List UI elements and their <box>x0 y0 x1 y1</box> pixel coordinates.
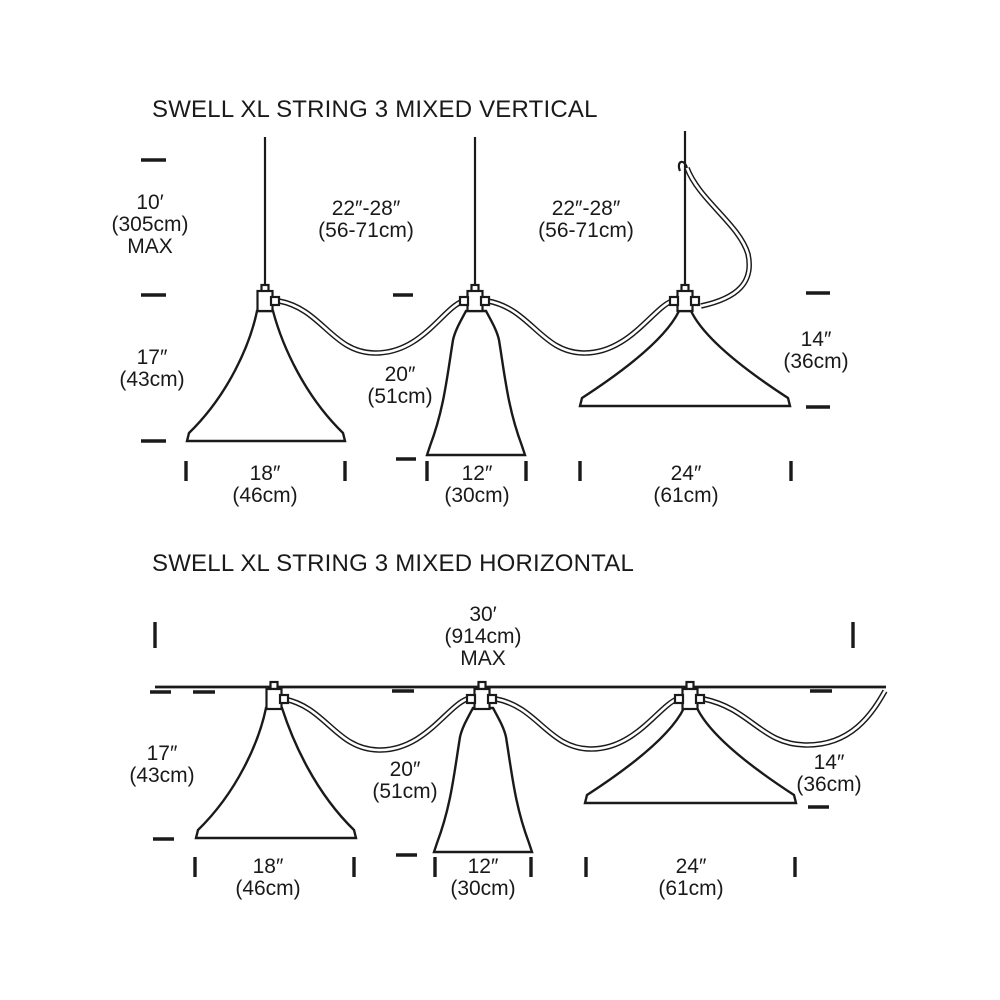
ticks-vertical <box>141 158 830 481</box>
swag-cord-2-3 <box>495 696 679 752</box>
label-width-24: 24″ (61cm) <box>626 463 746 507</box>
shade-bell-12in <box>425 309 527 457</box>
label-height-17: 17″ (43cm) <box>102 743 222 787</box>
swag-cord-3-end <box>703 689 888 748</box>
ticks-horizontal <box>150 622 855 877</box>
label-height-14: 14″ (36cm) <box>756 329 876 373</box>
loop-cord-hook <box>677 160 689 172</box>
swag-cord-2-3 <box>487 298 674 356</box>
swag-cord-2-3-core <box>495 697 678 751</box>
label-line: 20″ <box>389 758 421 781</box>
label-line: 18″ <box>252 855 284 878</box>
sockets-vertical <box>256 283 701 313</box>
swag-cords <box>283 689 888 753</box>
label-max-run: 30′ (914cm) MAX <box>423 604 543 670</box>
label-line: 12″ <box>467 855 499 878</box>
label-spacing-right: 22″-28″ (56-71cm) <box>516 198 656 242</box>
label-line: 17″ <box>146 742 178 765</box>
label-line: 10′ <box>136 191 164 214</box>
swag-cord-1-2 <box>278 298 465 356</box>
cord-connector <box>278 693 290 705</box>
cord-connector <box>465 693 477 705</box>
cord-connector <box>689 295 701 307</box>
swag-cord-3-end-core <box>703 690 887 747</box>
shade-dome-24in <box>578 309 792 408</box>
label-line: (36cm) <box>796 773 862 796</box>
label-line: (61cm) <box>658 877 724 900</box>
label-line: 24″ <box>670 462 702 485</box>
swag-cord-1-2-core <box>283 697 468 752</box>
label-line: (305cm) <box>111 213 189 236</box>
label-line: 30′ <box>469 603 497 626</box>
label-line: 18″ <box>249 462 281 485</box>
cord-connector <box>694 693 706 705</box>
shade-trumpet-18in <box>194 706 358 840</box>
label-spacing-left: 22″-28″ (56-71cm) <box>296 198 436 242</box>
label-width-12: 12″ (30cm) <box>423 856 543 900</box>
swag-cord-1-2-core <box>278 299 464 355</box>
label-line: 17″ <box>136 346 168 369</box>
label-line: 22″-28″ <box>551 197 621 220</box>
label-height-20: 20″ (51cm) <box>340 364 460 408</box>
label-line: 14″ <box>813 751 845 774</box>
loop-cord-core <box>685 167 751 308</box>
label-line: (30cm) <box>450 877 516 900</box>
shade-bell-12in <box>432 706 534 854</box>
label-line: (61cm) <box>653 484 719 507</box>
label-line: (46cm) <box>235 877 301 900</box>
cord-connector <box>458 295 470 307</box>
label-height-20: 20″ (51cm) <box>345 759 465 803</box>
label-width-12: 12″ (30cm) <box>417 463 537 507</box>
label-line: (914cm) <box>444 625 522 648</box>
label-line: 14″ <box>800 328 832 351</box>
label-line: (56-71cm) <box>318 219 414 242</box>
label-line: (56-71cm) <box>538 219 634 242</box>
cord-connector <box>673 693 685 705</box>
label-line: 22″-28″ <box>331 197 401 220</box>
label-line: (30cm) <box>444 484 510 507</box>
label-line: (43cm) <box>129 764 195 787</box>
cord-connector <box>269 295 281 307</box>
swag-cord-1-2 <box>283 696 469 753</box>
cord-connector <box>486 693 498 705</box>
label-line: 24″ <box>675 855 707 878</box>
swag-cords <box>278 160 752 356</box>
label-line: (36cm) <box>783 350 849 373</box>
label-width-18: 18″ (46cm) <box>205 463 325 507</box>
label-height-17: 17″ (43cm) <box>92 347 212 391</box>
shade-dome-24in <box>583 706 798 805</box>
label-line: (43cm) <box>119 368 185 391</box>
label-line: (51cm) <box>372 780 438 803</box>
label-max-drop: 10′ (305cm) MAX <box>90 192 210 258</box>
shade-trumpet-18in <box>185 309 347 443</box>
label-line: MAX <box>460 647 506 670</box>
diagram-vertical <box>141 131 830 481</box>
label-height-14: 14″ (36cm) <box>769 752 889 796</box>
label-line: (51cm) <box>367 385 433 408</box>
title-vertical: SWELL XL STRING 3 MIXED VERTICAL <box>152 96 598 123</box>
label-line: (46cm) <box>232 484 298 507</box>
diagram-horizontal <box>150 622 888 877</box>
label-width-24: 24″ (61cm) <box>631 856 751 900</box>
label-line: 20″ <box>384 363 416 386</box>
label-width-18: 18″ (46cm) <box>208 856 328 900</box>
label-line: MAX <box>127 235 173 258</box>
swag-cord-2-3-core <box>487 299 673 355</box>
sockets-horizontal <box>265 680 706 711</box>
label-line: 12″ <box>461 462 493 485</box>
cord-connector <box>479 295 491 307</box>
title-horizontal: SWELL XL STRING 3 MIXED HORIZONTAL <box>152 550 634 577</box>
cord-connector <box>668 295 680 307</box>
